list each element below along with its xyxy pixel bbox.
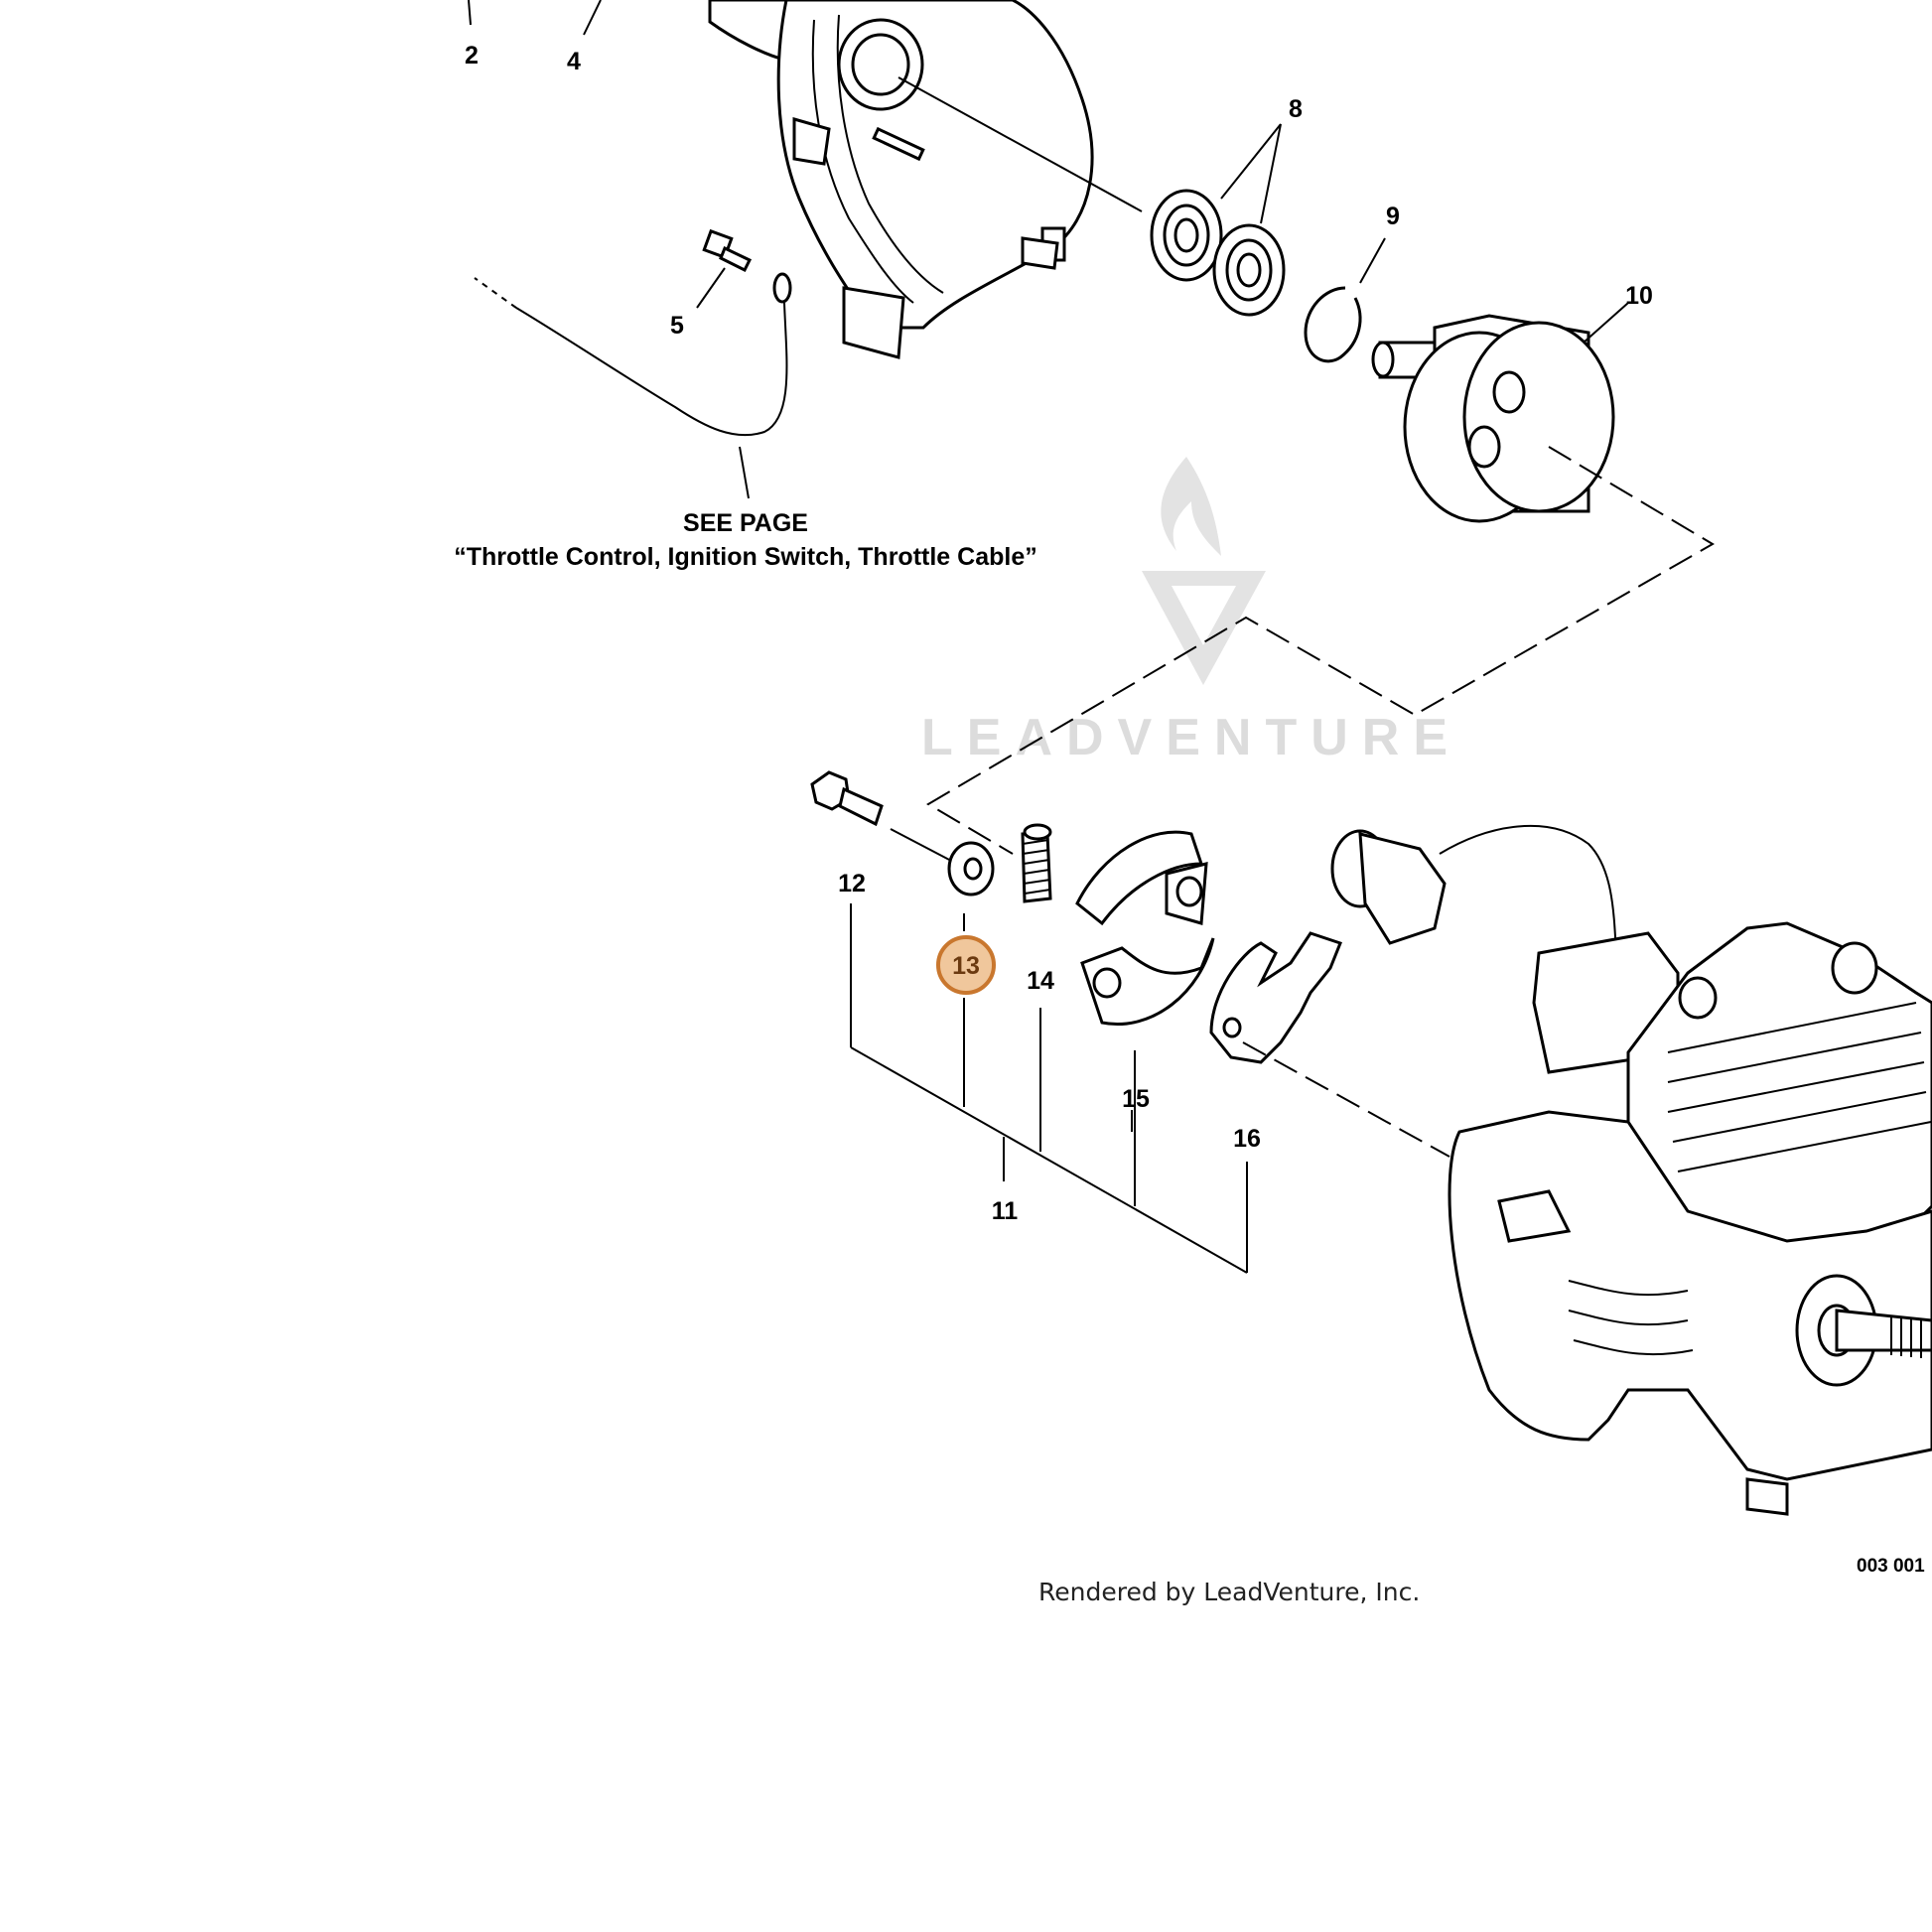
clutch-carrier-16: [1209, 931, 1342, 1064]
spark-plug-boot: [1330, 824, 1619, 984]
clutch-shoe-15a: [1075, 830, 1208, 926]
callout-10[interactable]: 10: [1625, 282, 1653, 310]
callout-9[interactable]: 9: [1386, 203, 1400, 230]
rendered-by-footer: Rendered by LeadVenture, Inc.: [1038, 1578, 1420, 1606]
clutch-shoe-15b: [1080, 937, 1215, 1026]
callout-14[interactable]: 14: [1027, 967, 1054, 995]
callout-2[interactable]: 2: [465, 42, 479, 69]
leadventure-watermark: LEADVENTURE: [921, 457, 1461, 766]
ground-wire: [474, 272, 792, 499]
callout-13-highlight[interactable]: 13: [936, 935, 996, 995]
spring-14: [1021, 823, 1052, 903]
diagram-doc-number: 003 001: [1857, 1556, 1925, 1577]
callout-16[interactable]: 16: [1233, 1125, 1261, 1153]
axis-line-housing: [897, 76, 1143, 212]
washer-13: [947, 841, 995, 897]
leader-4: [583, 0, 602, 36]
clutch-drum-10: [1371, 314, 1615, 523]
callout-15[interactable]: 15: [1122, 1085, 1150, 1113]
see-page-label: SEE PAGE: [683, 509, 808, 537]
bearing-8b: [1212, 223, 1286, 317]
callout-5[interactable]: 5: [670, 312, 684, 340]
screw-5: [702, 228, 753, 273]
flywheel-housing: [708, 0, 1094, 359]
circlip-9: [1304, 286, 1362, 363]
leader-8a: [1220, 123, 1282, 200]
leader-9: [1359, 237, 1386, 284]
callout-12[interactable]: 12: [838, 870, 866, 897]
leader-2: [468, 0, 472, 26]
leader-5: [696, 267, 726, 309]
callout-4[interactable]: 4: [567, 48, 581, 75]
callout-8[interactable]: 8: [1289, 95, 1303, 123]
callout-13[interactable]: 13: [952, 952, 980, 980]
bolt-12: [810, 770, 884, 827]
bearing-8a: [1150, 189, 1223, 282]
flame-logo-icon: [1161, 457, 1221, 556]
see-page-reference[interactable]: “Throttle Control, Ignition Switch, Thro…: [454, 543, 1036, 571]
callout-11[interactable]: 11: [992, 1197, 1019, 1225]
assembly-bracket-11: [850, 903, 1248, 1274]
axis-line-bolt: [890, 828, 954, 863]
watermark-text: LEADVENTURE: [921, 709, 1461, 766]
axis-line-carrier: [1242, 1041, 1450, 1158]
engine-block: [1448, 921, 1932, 1516]
leader-10: [1583, 302, 1629, 344]
assembly-line-drum: [926, 446, 1715, 855]
v-logo-icon: [1142, 571, 1266, 685]
leader-8b: [1260, 123, 1282, 224]
